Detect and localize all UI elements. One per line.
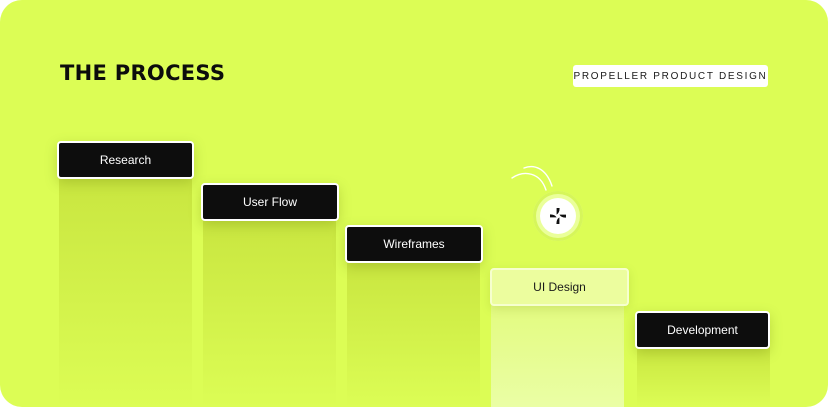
brand-tag: PROPELLER PRODUCT DESIGN bbox=[573, 65, 768, 87]
step-development[interactable]: Development bbox=[635, 311, 770, 349]
cursor-trail bbox=[511, 165, 553, 191]
step-ui-design[interactable]: UI Design bbox=[490, 268, 629, 306]
research-column bbox=[59, 178, 192, 407]
user-flow-column bbox=[203, 220, 336, 407]
development-column bbox=[637, 347, 770, 407]
step-user-flow[interactable]: User Flow bbox=[201, 183, 339, 221]
propeller-icon bbox=[550, 208, 566, 224]
page-title: THE PROCESS bbox=[60, 61, 226, 85]
ui-design-column bbox=[491, 305, 624, 407]
cursor-badge bbox=[533, 191, 583, 241]
cursor-inner bbox=[540, 198, 576, 234]
wireframes-column bbox=[347, 262, 480, 407]
step-research[interactable]: Research bbox=[57, 141, 194, 179]
step-wireframes[interactable]: Wireframes bbox=[345, 225, 483, 263]
